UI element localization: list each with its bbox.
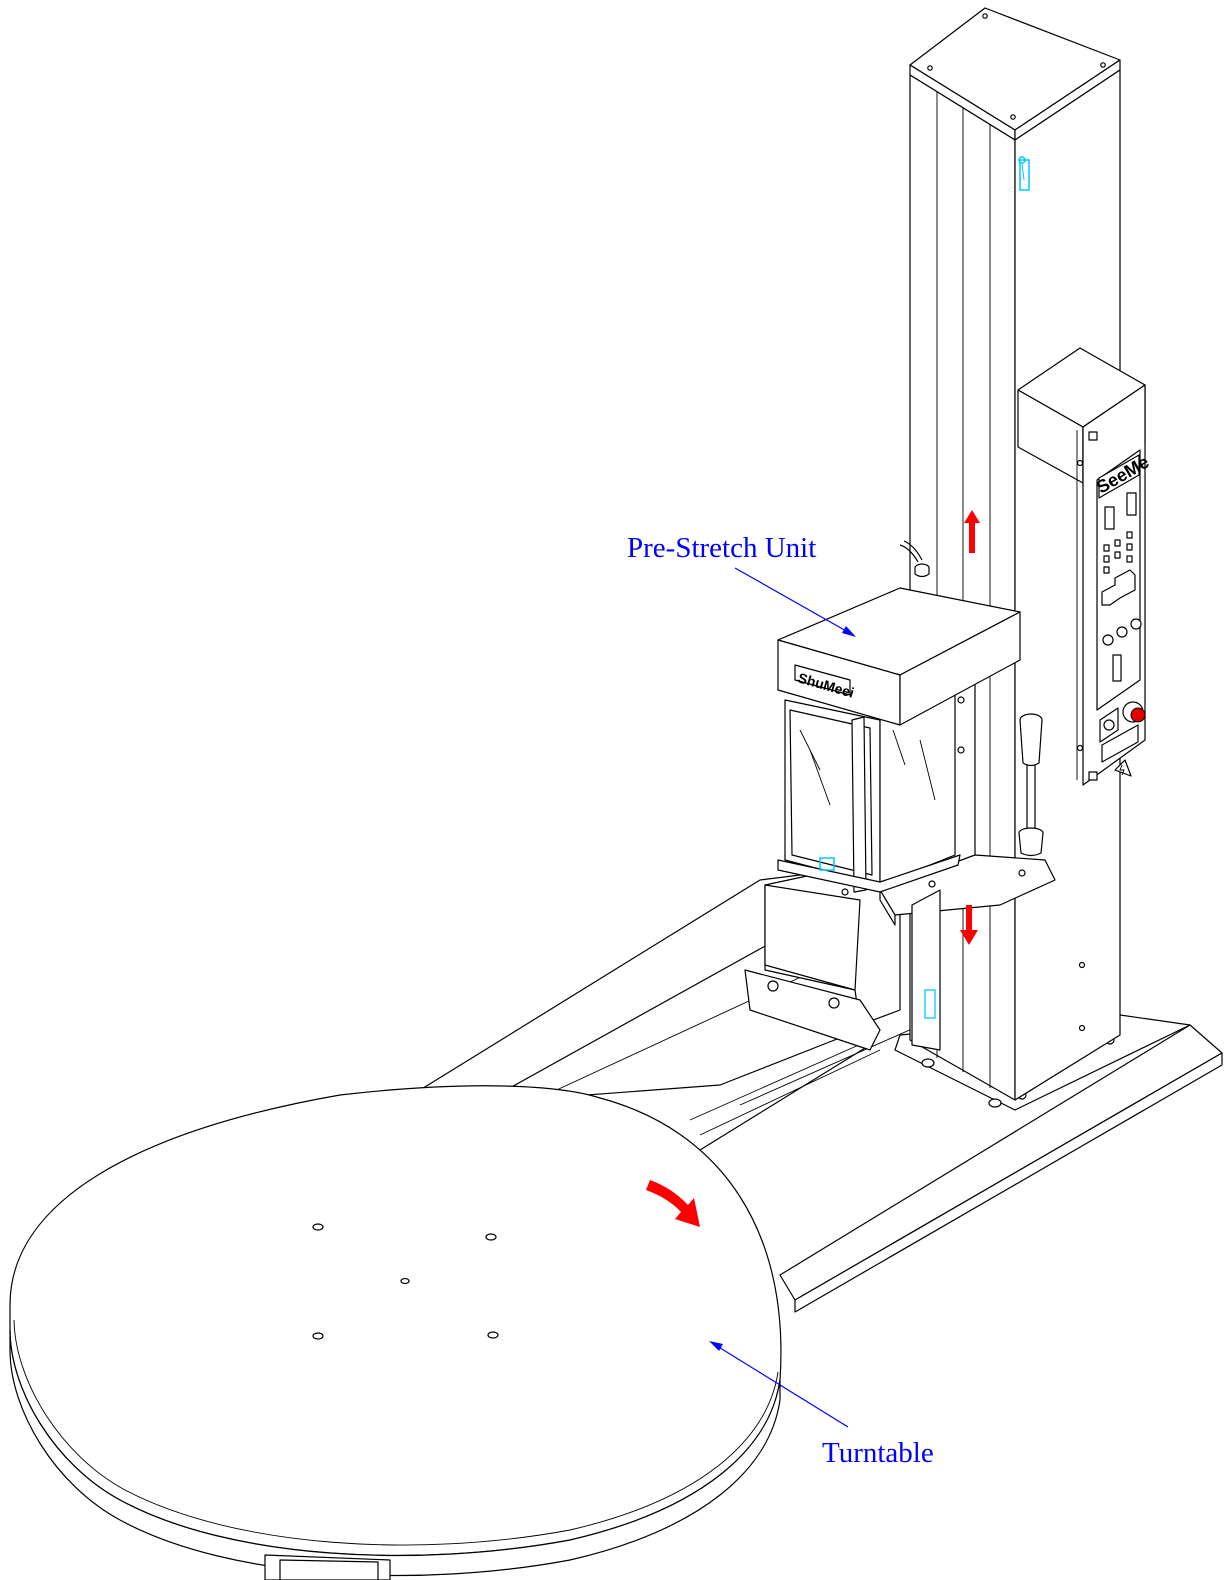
motion-arrows <box>646 510 980 1227</box>
turntable-label: Turntable <box>822 1437 934 1469</box>
pre-stretch-leader <box>734 567 849 633</box>
pre-stretch-label: Pre-Stretch Unit <box>627 532 816 564</box>
arrow-up-icon <box>964 510 980 553</box>
curved-arrow-icon <box>646 1180 700 1227</box>
turntable-leader <box>716 1345 849 1428</box>
pre-stretch-carriage: ShuMeei <box>777 540 1056 1051</box>
callouts: Pre-Stretch Unit Turntable <box>627 532 934 1469</box>
arrow-down-icon <box>960 905 978 945</box>
turntable-disc <box>9 1085 782 1580</box>
control-panel: SeeMe <box>1017 347 1152 786</box>
estop-button-icon <box>1130 707 1146 723</box>
sensor-icon <box>819 857 835 871</box>
sensor-icon <box>924 989 936 1019</box>
lower-carriage-block <box>744 869 901 1051</box>
